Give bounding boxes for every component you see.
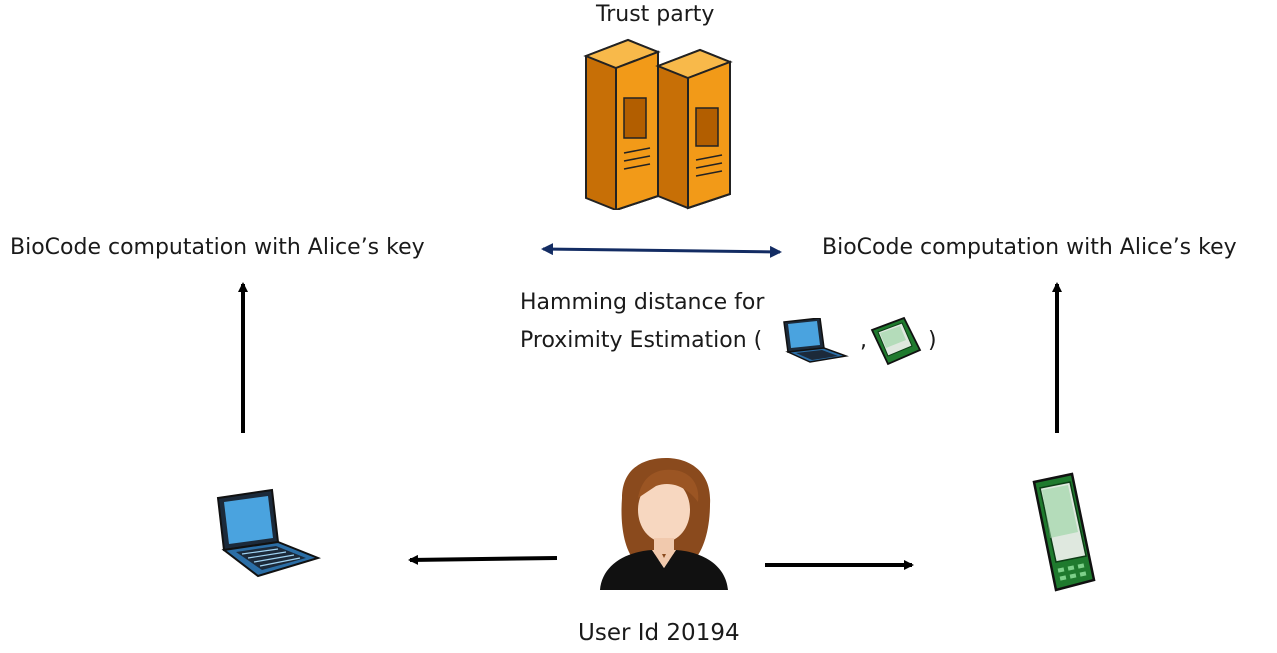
left-biocode-label: BioCode computation with Alice’s key xyxy=(10,235,425,260)
user-to-laptop-arrow xyxy=(408,554,558,565)
phone-icon xyxy=(1032,472,1096,592)
user-id-label: User Id 20194 xyxy=(578,620,740,646)
trust-link-arrow xyxy=(541,243,782,258)
trust-party-label: Trust party xyxy=(596,2,715,27)
hamming-note-line2: Proximity Estimation ( xyxy=(520,328,763,353)
laptop-small-icon xyxy=(783,318,849,363)
phone-small-icon xyxy=(870,316,922,366)
user-avatar-icon xyxy=(600,458,728,590)
server-icon xyxy=(583,38,733,210)
laptop-icon xyxy=(216,488,322,578)
hamming-note-suffix: ) xyxy=(928,328,937,353)
right-biocode-label: BioCode computation with Alice’s key xyxy=(822,235,1237,260)
hamming-note-separator: , xyxy=(860,328,867,353)
hamming-note-line1: Hamming distance for xyxy=(520,290,765,315)
